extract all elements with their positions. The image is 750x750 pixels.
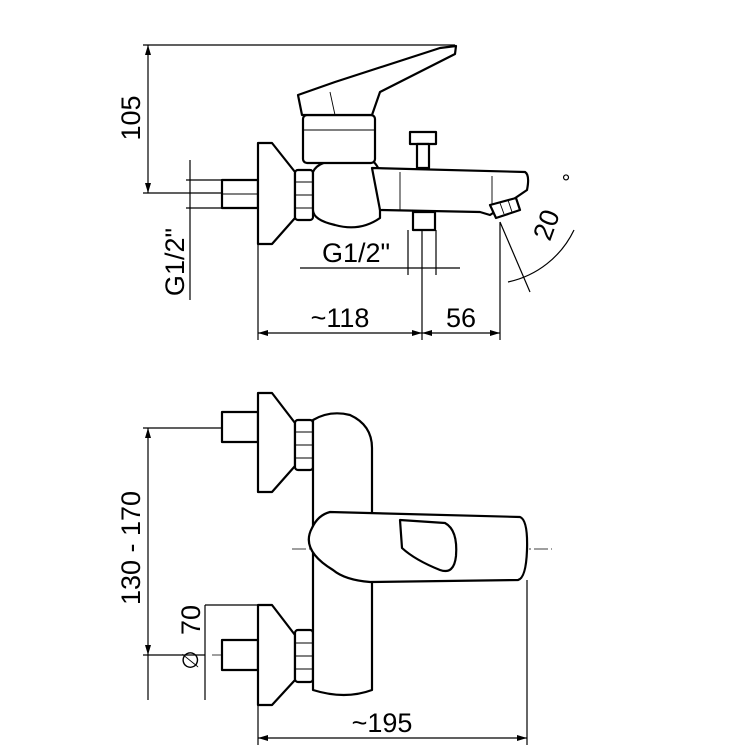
depth-dimension: ~118 — [311, 303, 370, 333]
front-upper-connector — [220, 391, 315, 494]
escutcheon-dimension: 70 — [176, 605, 206, 635]
centers-dimension: 130 - 170 — [116, 491, 146, 605]
side-wall-connector — [220, 178, 260, 210]
side-aerator — [488, 196, 522, 220]
side-lever — [296, 44, 458, 117]
side-view: 105 G1/2" G1/2" ~118 56 20 ° — [116, 44, 575, 340]
degree-symbol: ° — [562, 170, 571, 195]
side-nut — [293, 168, 315, 222]
side-outlet-connector — [411, 210, 437, 232]
front-view-dimension-lines — [143, 427, 528, 745]
thread-dimension-outlet: G1/2" — [322, 238, 390, 268]
angle-dimension: 20 — [527, 206, 565, 244]
width-dimension: ~195 — [352, 708, 413, 738]
side-escutcheon — [256, 141, 297, 246]
front-view: 130 - 170 ∅ 70 ~195 — [116, 391, 552, 745]
side-diverter-knob — [408, 130, 438, 170]
side-spout — [370, 166, 530, 217]
diameter-symbol: ∅ — [178, 650, 203, 669]
thread-dimension-left: G1/2" — [160, 228, 190, 296]
side-cartridge-housing — [301, 113, 377, 165]
front-lower-connector — [220, 603, 315, 707]
side-view-dimension-lines — [143, 44, 575, 340]
side-mixer-body — [311, 158, 382, 229]
front-lever-tip — [398, 518, 458, 573]
spout-dimension: 56 — [446, 303, 476, 333]
height-dimension: 105 — [116, 95, 146, 140]
